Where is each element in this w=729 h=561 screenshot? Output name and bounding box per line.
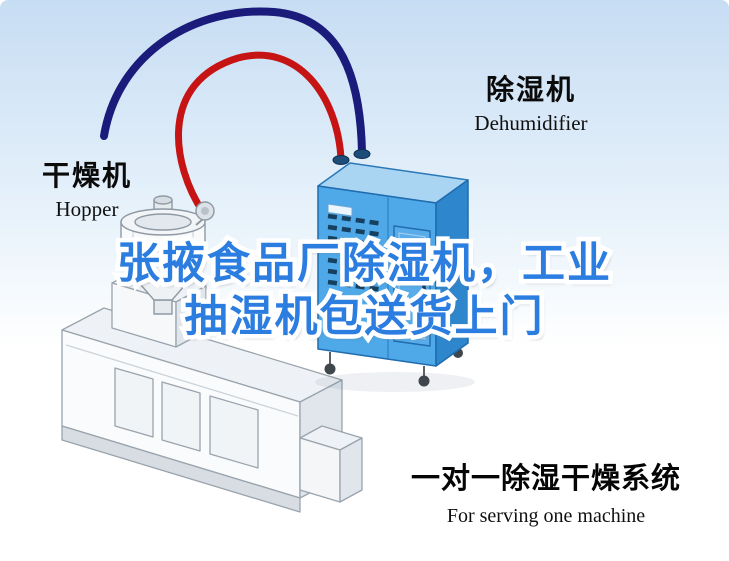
headline: 张掖食品厂除湿机，工业 张掖食品厂除湿机，工业 抽湿机包送货上门 抽湿机包送货上…: [0, 235, 729, 347]
headline-line2: 抽湿机包送货上门: [184, 292, 545, 342]
headline-line1-wrap: 张掖食品厂除湿机，工业 张掖食品厂除湿机，工业: [0, 235, 729, 294]
dehumidifier-label-en: Dehumidifier: [474, 111, 588, 135]
red-hose: [175, 51, 345, 216]
dehumidifier-label: 除湿机 Dehumidifier: [451, 68, 611, 136]
extruder-illustration: [61, 266, 363, 513]
headline-line1-outline: 张掖食品厂除湿机，工业: [113, 235, 615, 294]
hopper-label-cn: 干燥机: [41, 159, 132, 192]
footer-note: 一对一除湿干燥系统 For serving one machine: [396, 455, 696, 528]
headline-line2-outline: 抽湿机包送货上门: [180, 288, 547, 347]
hopper-label-en: Hopper: [55, 197, 119, 221]
blue-hose: [100, 7, 366, 156]
headline-line2-wrap: 抽湿机包送货上门 抽湿机包送货上门: [0, 288, 729, 347]
headline-line1: 张掖食品厂除湿机，工业: [117, 239, 612, 289]
footer-caption-cn: 一对一除湿干燥系统: [410, 461, 681, 495]
hopper-blower: [195, 201, 215, 226]
hopper-illustration: [120, 195, 206, 315]
dehumidifier-illustration: [315, 162, 475, 392]
dehumidifier-label-cn: 除湿机: [485, 73, 576, 106]
hopper-label: 干燥机 Hopper: [22, 154, 152, 222]
footer-caption-en: For serving one machine: [446, 505, 646, 527]
hose-connectors: [332, 149, 371, 165]
